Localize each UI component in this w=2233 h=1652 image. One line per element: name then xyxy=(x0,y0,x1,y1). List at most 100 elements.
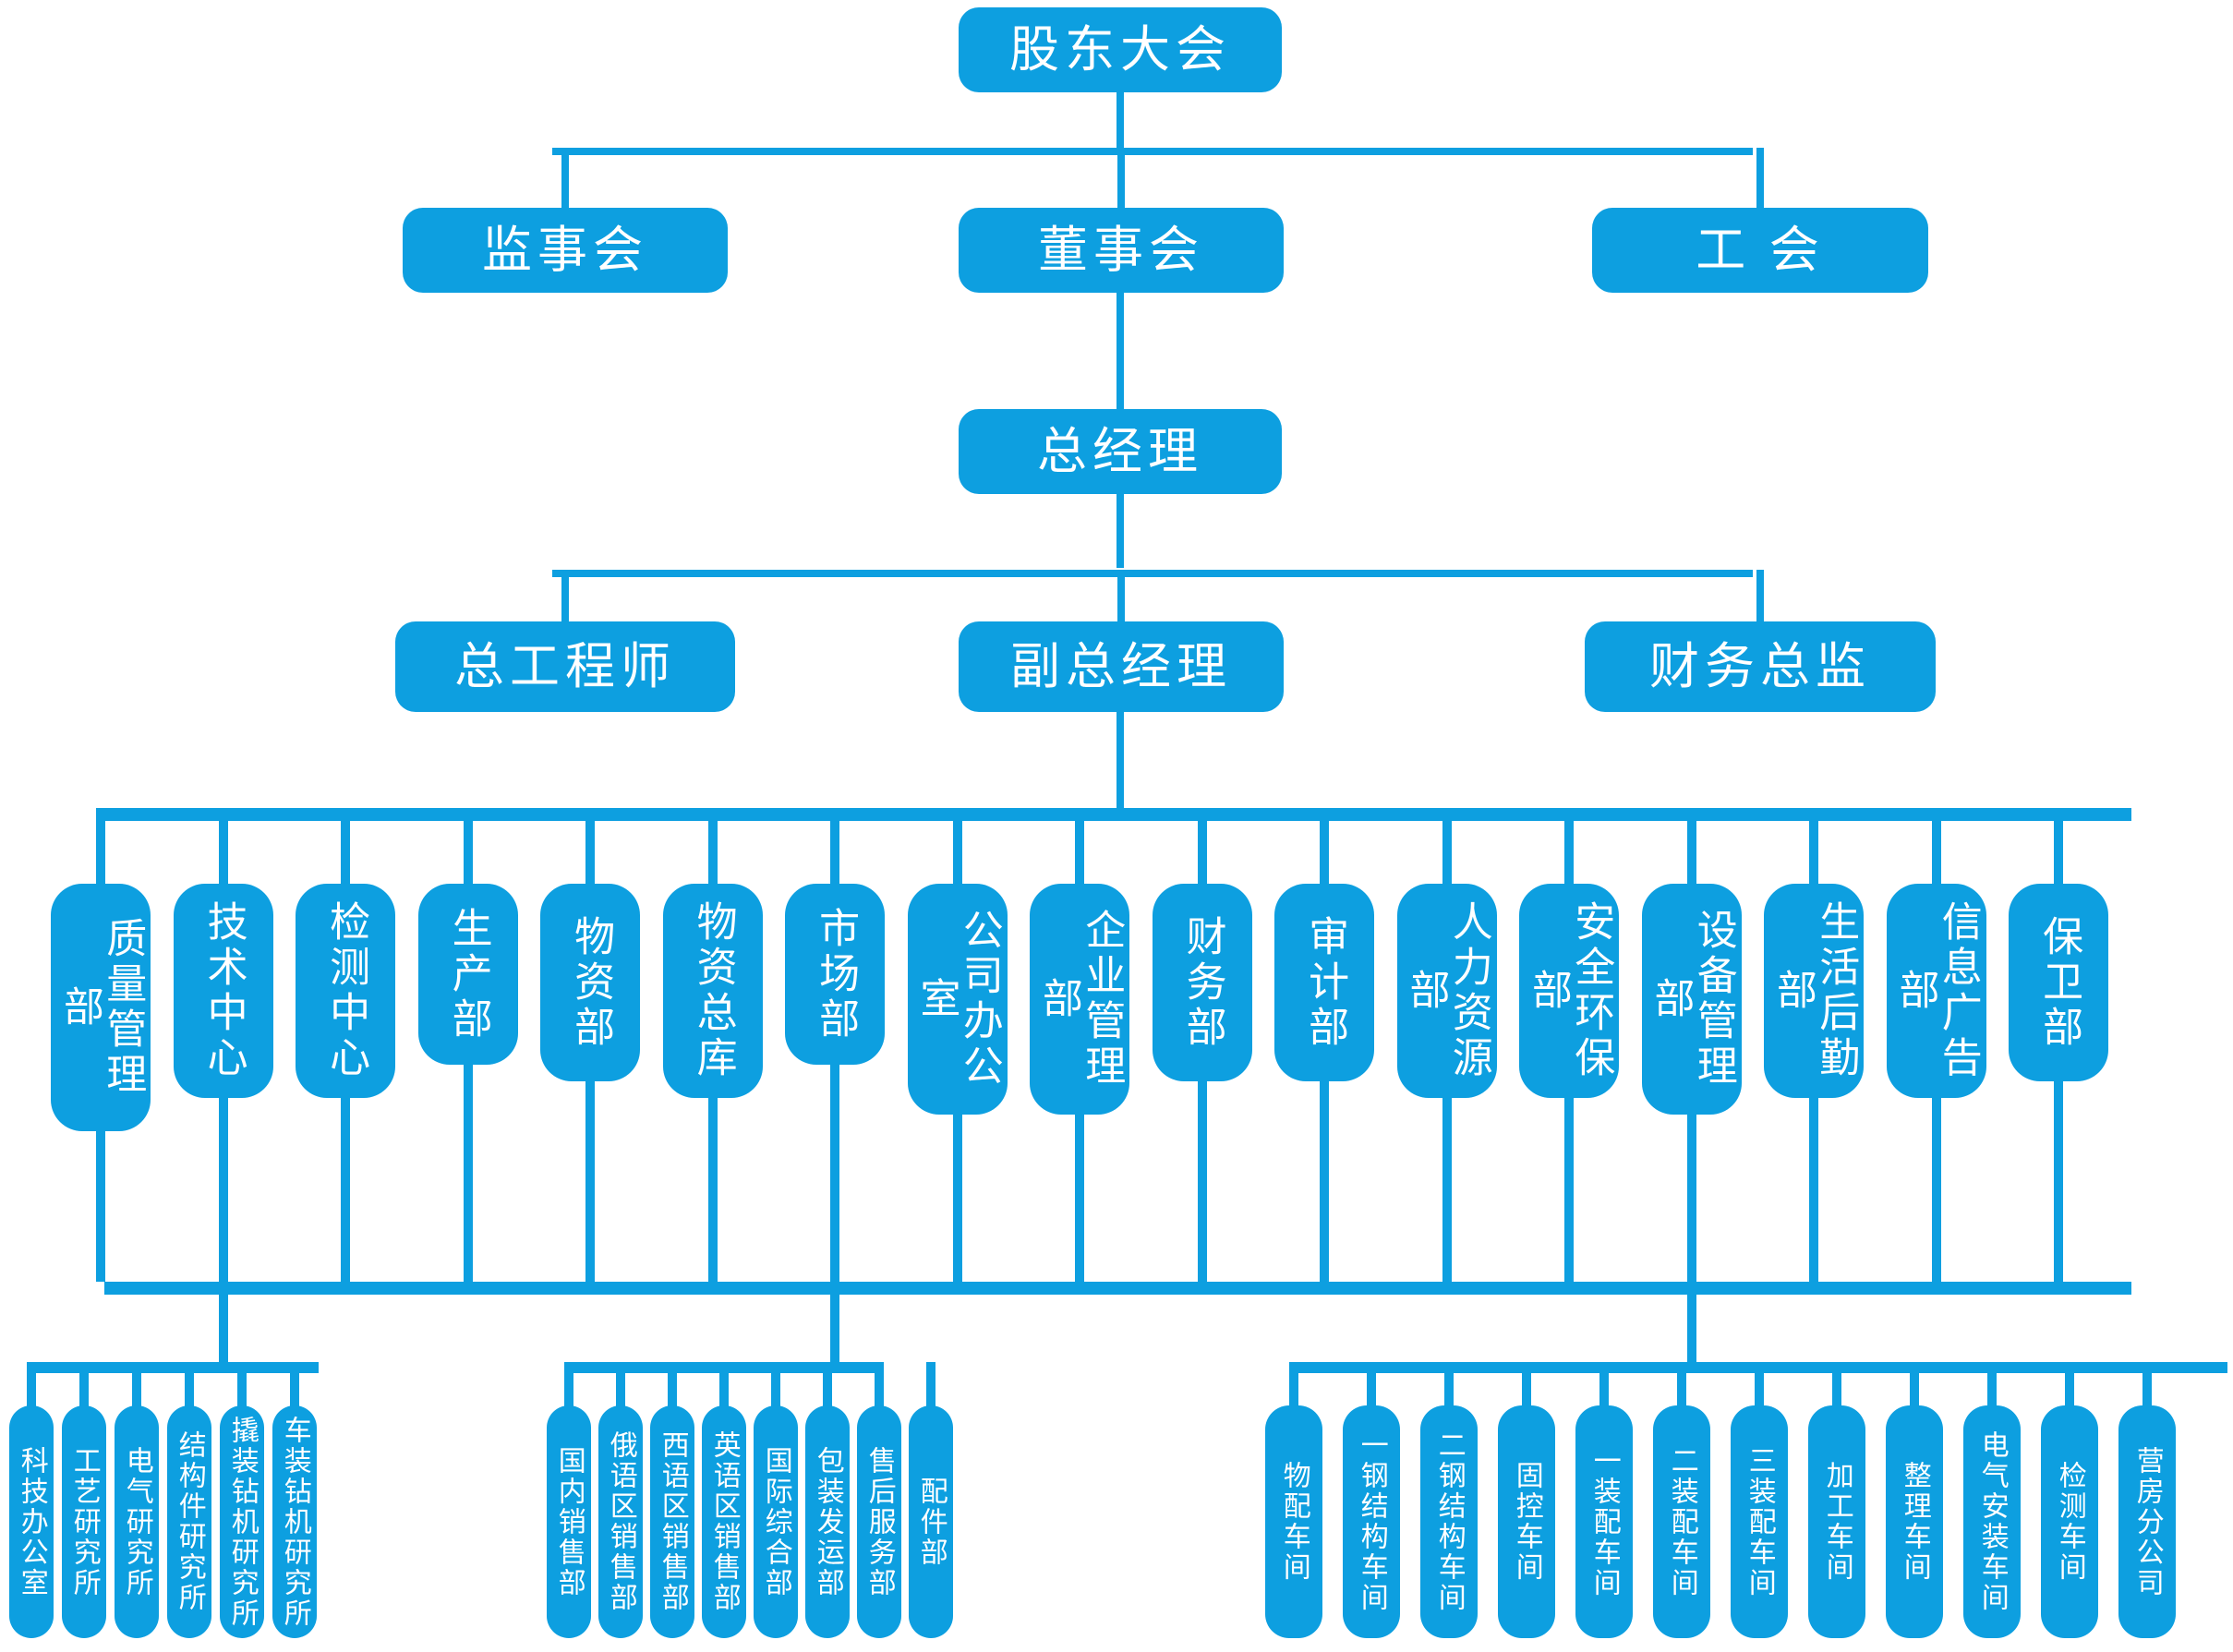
node-department-3[interactable]: 生产部 xyxy=(417,884,518,1065)
node-department-5[interactable]: 物资总库 xyxy=(662,884,763,1098)
node-department-11[interactable]: 人力资源部 xyxy=(1396,884,1497,1098)
node-department-6[interactable]: 市场部 xyxy=(785,884,885,1065)
node-tech-center-sub-2[interactable]: 电气研究所 xyxy=(115,1405,159,1638)
connector-vertical xyxy=(1116,293,1124,409)
connector-vertical xyxy=(96,1131,105,1282)
connector-vertical xyxy=(668,1362,677,1409)
node-general-manager[interactable]: 总经理 xyxy=(959,409,1282,494)
connector-vertical xyxy=(1910,1362,1919,1409)
node-department-7[interactable]: 公司办公室 xyxy=(907,884,1008,1115)
node-tech-center-sub-0[interactable]: 科技办公室 xyxy=(9,1405,54,1638)
node-department-16[interactable]: 保卫部 xyxy=(2009,884,2108,1081)
node-market-sub-7[interactable]: 配件部 xyxy=(909,1405,953,1638)
connector-horizontal xyxy=(104,808,2131,821)
connector-vertical xyxy=(707,1098,718,1282)
connector-vertical xyxy=(185,1362,194,1409)
connector-vertical xyxy=(79,1362,89,1409)
node-production-sub-4[interactable]: 一装配车间 xyxy=(1575,1405,1633,1638)
node-market-sub-5[interactable]: 包装发运部 xyxy=(805,1405,850,1638)
node-tech-center-sub-1[interactable]: 工艺研究所 xyxy=(62,1405,106,1638)
connector-vertical xyxy=(96,808,105,889)
connector-horizontal xyxy=(552,148,1753,155)
node-department-14[interactable]: 生活后勤部 xyxy=(1764,884,1864,1098)
connector-vertical xyxy=(1289,1362,1298,1409)
connector-horizontal xyxy=(104,1282,2131,1295)
node-production-sub-0[interactable]: 物配车间 xyxy=(1265,1405,1322,1638)
connector-horizontal xyxy=(27,1362,319,1373)
connector-vertical xyxy=(27,1362,36,1409)
node-production-sub-3[interactable]: 固控车间 xyxy=(1498,1405,1555,1638)
connector-vertical xyxy=(823,1362,832,1409)
connector-vertical xyxy=(2054,1081,2063,1282)
connector-vertical xyxy=(1564,808,1574,889)
node-department-1[interactable]: 技术中心 xyxy=(173,884,273,1098)
node-production-sub-11[interactable]: 营房分公司 xyxy=(2118,1405,2176,1638)
node-market-sub-1[interactable]: 俄语区销售部 xyxy=(598,1405,643,1638)
connector-vertical xyxy=(1117,148,1125,208)
connector-vertical xyxy=(218,808,228,889)
node-production-sub-10[interactable]: 检测车间 xyxy=(2041,1405,2098,1638)
connector-vertical xyxy=(1677,1362,1686,1409)
node-production-sub-1[interactable]: 一钢结构车间 xyxy=(1343,1405,1400,1638)
node-department-12[interactable]: 安全环保部 xyxy=(1519,884,1619,1098)
connector-vertical xyxy=(463,1065,473,1282)
node-production-sub-9[interactable]: 电气安装车间 xyxy=(1963,1405,2021,1638)
node-market-sub-3[interactable]: 英语区销售部 xyxy=(702,1405,746,1638)
connector-vertical xyxy=(1320,808,1329,889)
connector-vertical xyxy=(719,1362,729,1409)
connector-vertical xyxy=(830,1295,839,1362)
node-market-sub-0[interactable]: 国内销售部 xyxy=(547,1405,591,1638)
node-market-sub-6[interactable]: 售后服务部 xyxy=(857,1405,901,1638)
node-production-sub-5[interactable]: 二装配车间 xyxy=(1653,1405,1710,1638)
node-production-sub-6[interactable]: 三装配车间 xyxy=(1731,1405,1788,1638)
connector-vertical xyxy=(1442,808,1452,889)
connector-vertical xyxy=(341,1098,350,1282)
connector-vertical xyxy=(1444,1362,1454,1409)
node-production-sub-7[interactable]: 加工车间 xyxy=(1808,1405,1865,1638)
connector-vertical xyxy=(237,1362,247,1409)
connector-vertical xyxy=(1522,1362,1531,1409)
node-department-9[interactable]: 财务部 xyxy=(1152,884,1252,1081)
node-department-2[interactable]: 检测中心 xyxy=(296,884,395,1098)
connector-vertical xyxy=(830,808,839,889)
node-level4-2[interactable]: 财务总监 xyxy=(1585,621,1936,712)
node-level4-1[interactable]: 副总经理 xyxy=(959,621,1284,712)
node-tech-center-sub-5[interactable]: 车装钻机研究所 xyxy=(272,1405,317,1638)
connector-vertical xyxy=(952,808,962,889)
node-market-sub-4[interactable]: 国际综合部 xyxy=(754,1405,798,1638)
connector-vertical xyxy=(616,1362,625,1409)
connector-vertical xyxy=(1564,1098,1574,1282)
connector-vertical xyxy=(463,808,473,889)
node-market-sub-2[interactable]: 西语区销售部 xyxy=(650,1405,694,1638)
node-tech-center-sub-3[interactable]: 结构件研究所 xyxy=(167,1405,211,1638)
node-level2-1[interactable]: 董事会 xyxy=(959,208,1284,293)
node-department-4[interactable]: 物资部 xyxy=(540,884,640,1081)
node-department-8[interactable]: 企业管理部 xyxy=(1030,884,1129,1115)
node-tech-center-sub-4[interactable]: 撬装钻机研究所 xyxy=(220,1405,264,1638)
connector-vertical xyxy=(1117,570,1125,621)
connector-vertical xyxy=(1367,1362,1376,1409)
node-department-15[interactable]: 信息广告部 xyxy=(1886,884,1986,1098)
node-level2-0[interactable]: 监事会 xyxy=(403,208,728,293)
connector-vertical xyxy=(1755,1362,1764,1409)
node-department-10[interactable]: 审计部 xyxy=(1274,884,1374,1081)
connector-vertical xyxy=(2054,808,2063,889)
connector-vertical xyxy=(1197,1081,1207,1282)
node-production-sub-2[interactable]: 二钢结构车间 xyxy=(1420,1405,1478,1638)
node-level4-0[interactable]: 总工程师 xyxy=(395,621,735,712)
connector-vertical xyxy=(1197,808,1207,889)
node-department-0[interactable]: 质量管理部 xyxy=(51,884,151,1131)
node-shareholders-meeting[interactable]: 股东大会 xyxy=(959,7,1282,92)
connector-vertical xyxy=(1931,808,1941,889)
connector-vertical xyxy=(1756,148,1764,208)
connector-vertical xyxy=(1809,1098,1818,1282)
node-department-13[interactable]: 设备管理部 xyxy=(1641,884,1742,1115)
connector-vertical xyxy=(707,808,718,889)
connector-vertical xyxy=(1116,92,1124,148)
connector-vertical xyxy=(218,1098,228,1282)
connector-vertical xyxy=(561,570,569,621)
node-level2-2[interactable]: 工 会 xyxy=(1592,208,1928,293)
node-production-sub-8[interactable]: 整理车间 xyxy=(1886,1405,1943,1638)
connector-vertical xyxy=(1809,808,1818,889)
